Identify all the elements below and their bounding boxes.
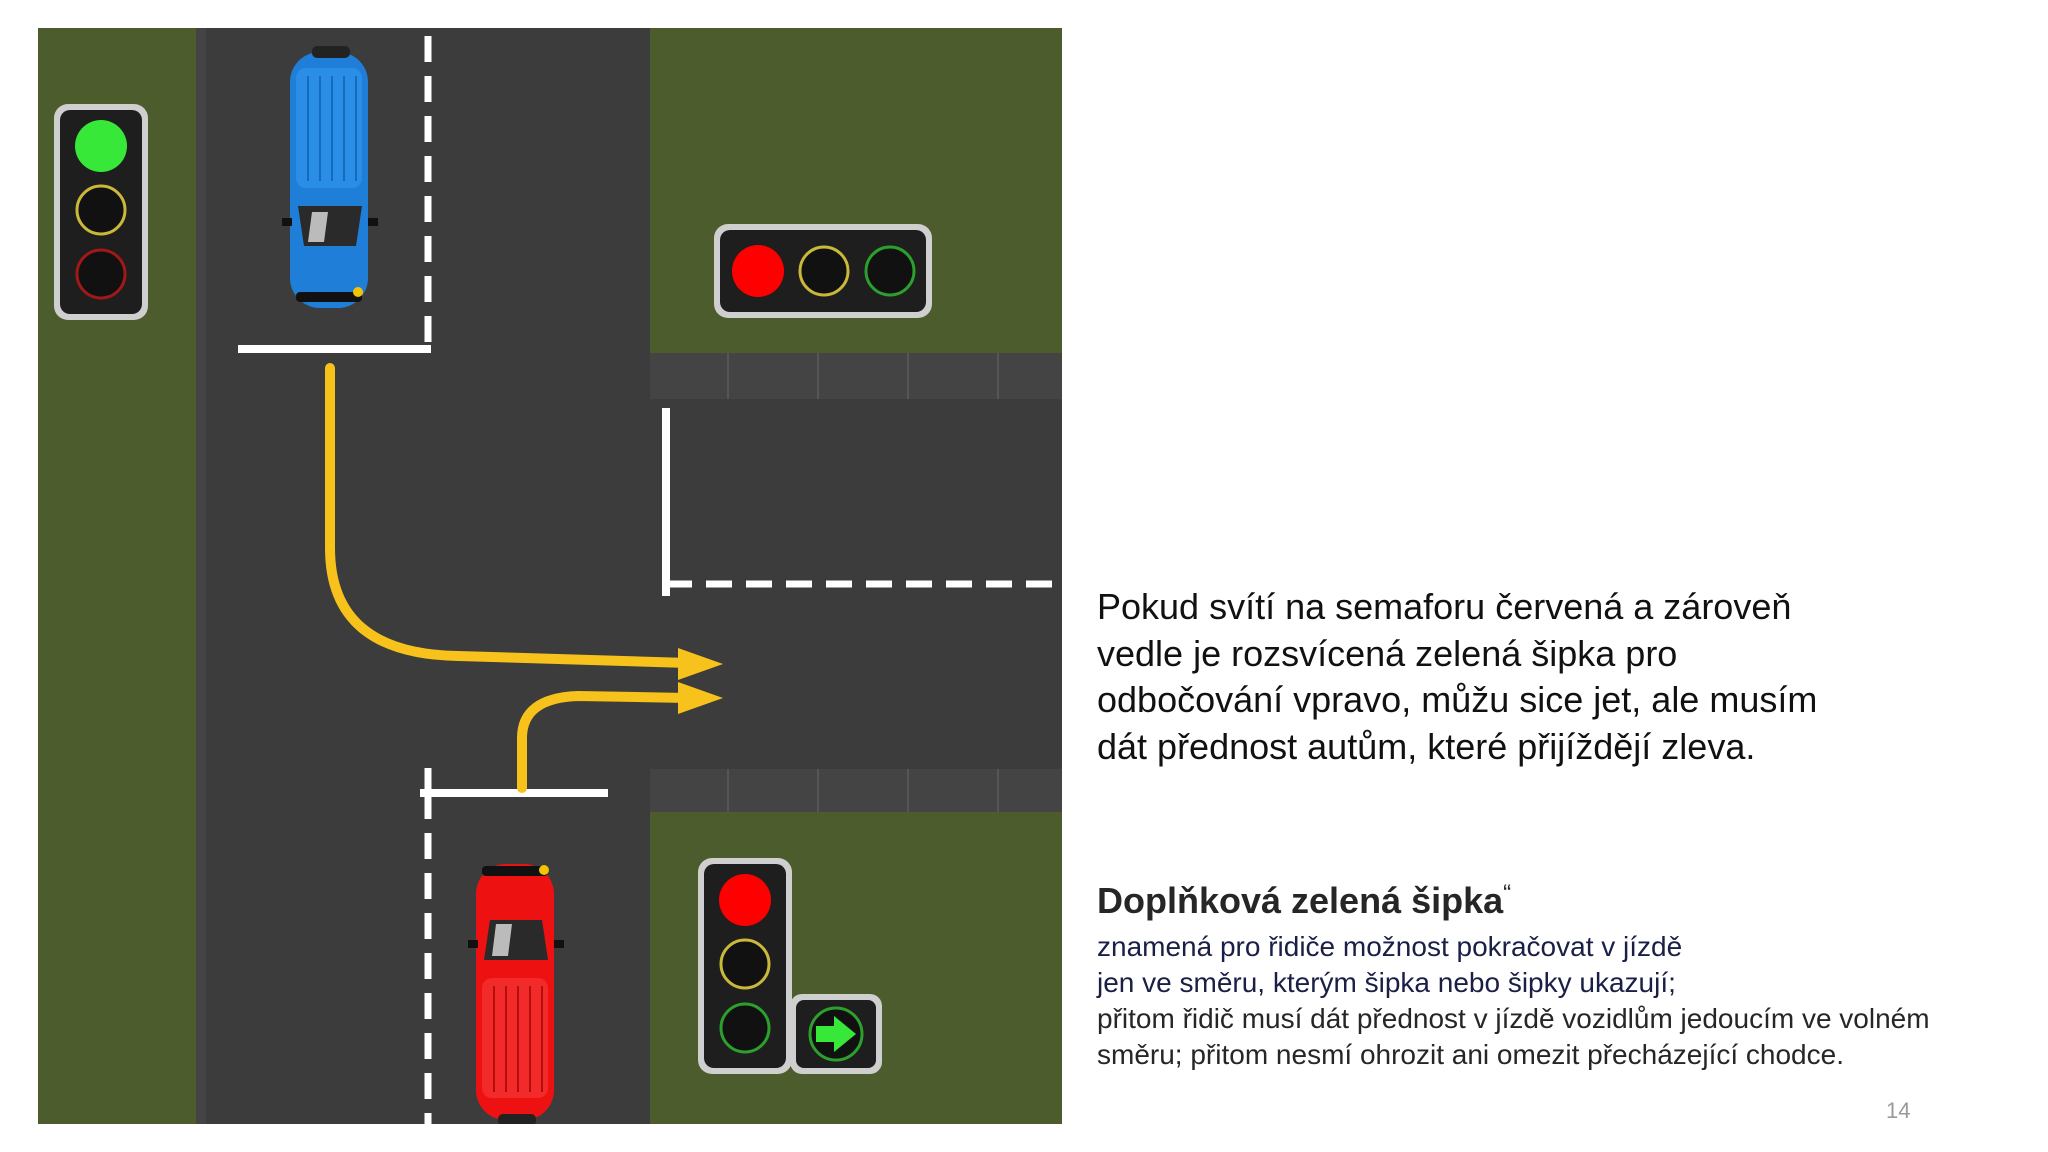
traffic-light-red-horizontal [714,224,932,318]
definition-line: směru; přitom nesmí ohrozit ani omezit p… [1097,1039,1844,1070]
definition-text: znamená pro řidiče možnost pokračovat v … [1097,929,1930,1073]
intersection-illustration [38,28,1062,1124]
definition-title: Doplňková zelená šipka“ [1097,880,1511,922]
definition-title-text: Doplňková zelená šipka [1097,880,1504,921]
page-number: 14 [1886,1098,1911,1123]
paragraph-line: odbočování vpravo, můžu sice jet, ale mu… [1097,679,1818,720]
paragraph-line: dát přednost autům, které přijíždějí zle… [1097,725,1756,767]
definition-title-quote: “ [1503,880,1512,907]
paragraph-line: Pokud svítí na semaforu červená a zárove… [1097,586,1792,627]
definition-line: přitom řidič musí dát přednost v jízdě v… [1097,1003,1930,1034]
definition-line: jen ve směru, kterým šipka nebo šipky uk… [1097,967,1676,998]
blue-car [282,46,378,308]
traffic-light-green [54,104,148,320]
traffic-light-red-with-green-arrow [698,858,882,1074]
road-markings [238,36,1062,1124]
red-car [468,864,564,1124]
paragraph-line: vedle je rozsvícená zelená šipka pro [1097,632,1678,674]
yellow-turn-arrows [325,363,693,793]
definition-line: znamená pro řidiče možnost pokračovat v … [1097,931,1683,962]
explanation-paragraph: Pokud svítí na semaforu červená a zárove… [1097,584,1997,770]
green-arrow-icon [816,1016,856,1052]
